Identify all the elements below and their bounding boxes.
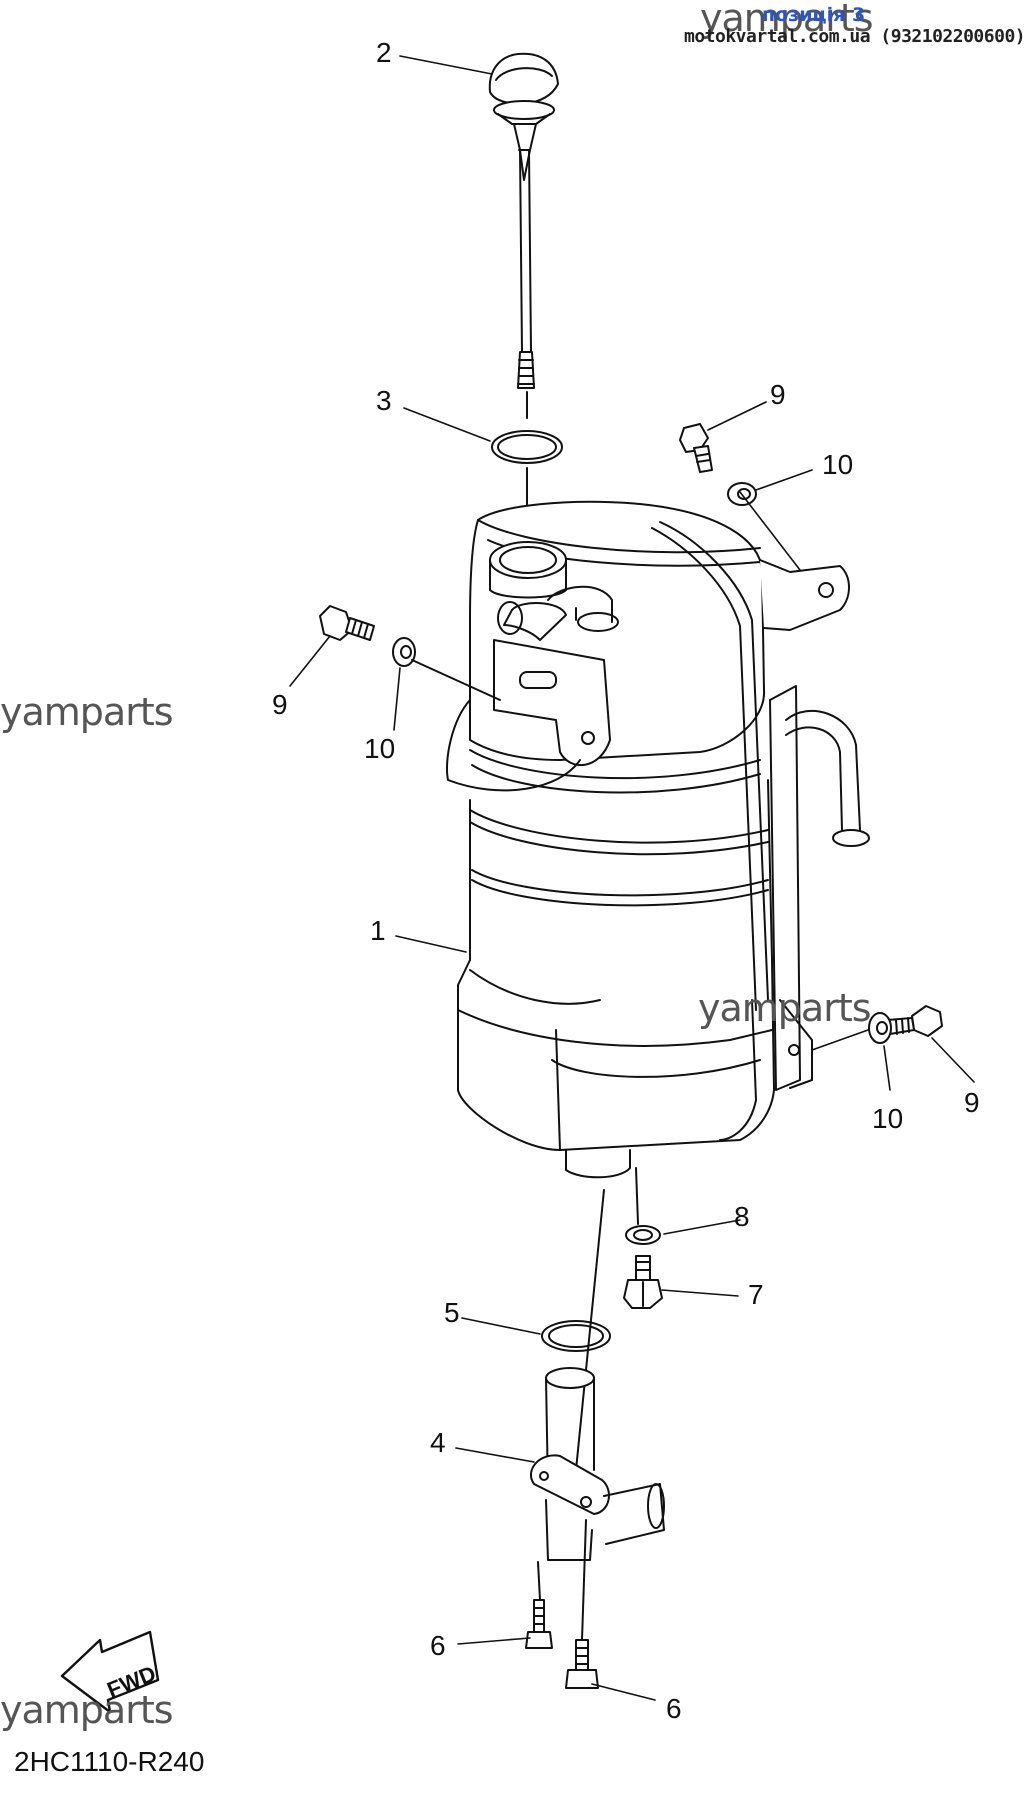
callout-10-left: 10 <box>364 733 395 764</box>
o-ring-bottom <box>541 1320 611 1352</box>
callout-5: 5 <box>444 1297 460 1328</box>
callout-6-left: 6 <box>430 1630 446 1661</box>
bolt-9-right <box>887 1005 943 1037</box>
dipstick-part <box>488 52 559 419</box>
diagram-code: 2HC1110-R240 <box>14 1746 205 1777</box>
callout-4: 4 <box>430 1427 446 1458</box>
bolt-6-right <box>565 1639 599 1689</box>
callout-1: 1 <box>370 915 386 946</box>
callout-8: 8 <box>734 1201 750 1232</box>
callout-9-left: 9 <box>272 689 288 720</box>
leader-lines <box>289 55 975 1701</box>
watermark-left: yamparts <box>0 690 174 734</box>
callout-labels: 2 3 1 4 5 6 6 7 8 9 9 9 10 10 10 <box>272 37 980 1724</box>
oil-tank <box>446 500 870 1179</box>
callout-9-top-right: 9 <box>770 379 786 410</box>
parts-diagram: 2 3 1 4 5 6 6 7 8 9 9 9 10 10 10 FWD <box>60 37 980 1724</box>
bolt-9-top-right <box>679 423 713 473</box>
callout-7: 7 <box>748 1279 764 1310</box>
watermark-header: yamparts <box>700 0 874 40</box>
watermark-center: yamparts <box>698 986 872 1030</box>
drain-plug-part <box>623 1255 663 1309</box>
callout-2: 2 <box>376 37 392 68</box>
watermark-bottom: yamparts <box>0 1688 174 1732</box>
callout-10-right: 10 <box>872 1103 903 1134</box>
fwd-arrow-icon <box>60 1630 160 1714</box>
pipe-fitting-part <box>530 1189 665 1641</box>
callout-10-top-right: 10 <box>822 449 853 480</box>
bolt-6-left <box>525 1561 553 1649</box>
gasket-part <box>625 1167 661 1245</box>
callout-6-right: 6 <box>666 1693 682 1724</box>
washer-10-right <box>868 1012 892 1044</box>
washer-10-left <box>392 637 501 701</box>
callout-9-right: 9 <box>964 1087 980 1118</box>
position-link[interactable]: позиція 3 <box>762 4 866 26</box>
callout-3: 3 <box>376 385 392 416</box>
source-label: motokvartal.com.ua (932102200600) <box>684 26 1025 47</box>
bolt-9-left <box>319 605 375 641</box>
